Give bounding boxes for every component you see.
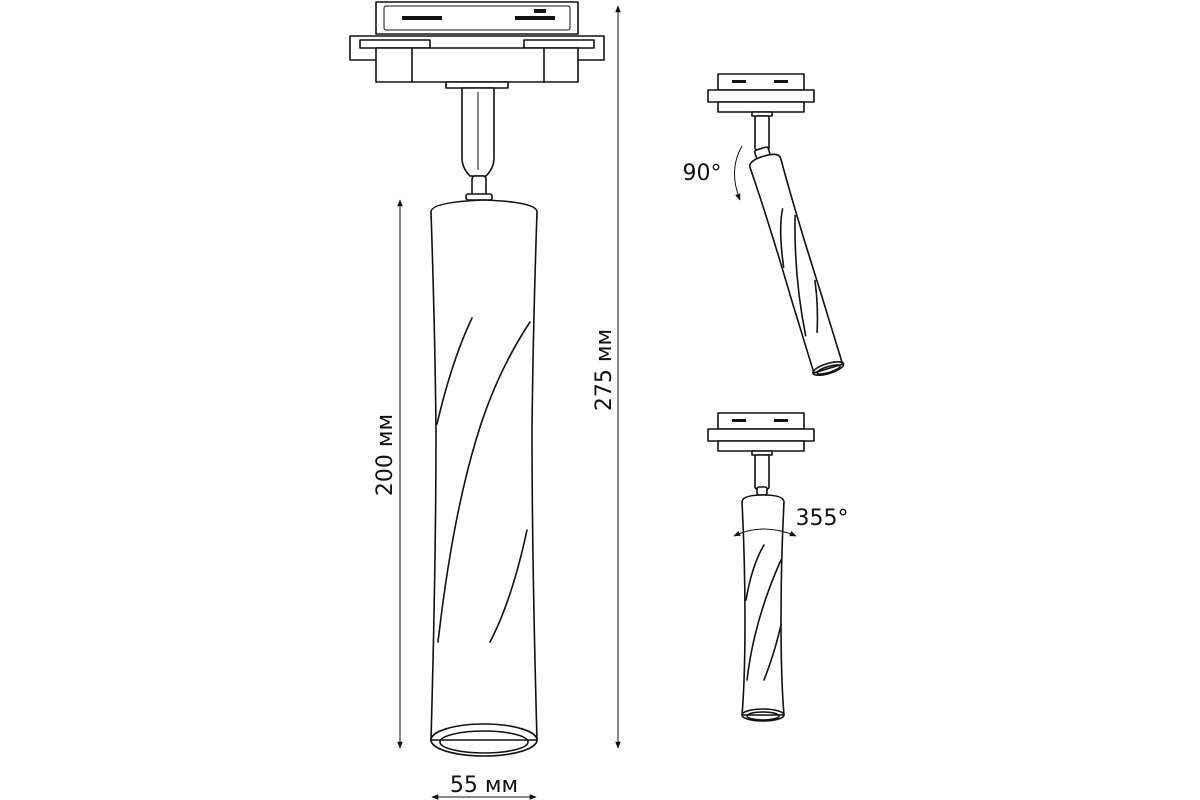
straight-cylinder — [741, 494, 785, 722]
stem — [461, 87, 495, 201]
tilted-cylinder — [749, 146, 845, 377]
dimension-275-label: 275 мм — [592, 329, 617, 411]
track-adapter-small — [707, 412, 815, 456]
dimension-55-label: 55 мм — [450, 773, 518, 798]
dimension-55: 55 мм — [431, 773, 537, 800]
lens-ring-small — [812, 361, 845, 377]
stem-small — [754, 115, 770, 151]
main-fixture — [349, 1, 605, 757]
lens-ring — [430, 723, 538, 757]
track-adapter-small — [707, 73, 815, 117]
lens-ring-small — [741, 708, 785, 722]
rotate-fixture: 355° — [707, 412, 849, 722]
stem-small — [754, 454, 770, 490]
dimension-200-label: 200 мм — [373, 414, 398, 496]
tilt-angle-label: 90° — [683, 161, 722, 186]
track-adapter — [349, 1, 605, 89]
dimension-275: 275 мм — [592, 5, 621, 749]
tilt-arc — [734, 145, 743, 201]
tilt-fixture: 90° — [683, 73, 845, 377]
rotate-arc — [733, 528, 797, 537]
dimension-200: 200 мм — [373, 199, 403, 749]
cylinder-body — [430, 199, 538, 757]
rotate-angle-label: 355° — [796, 506, 849, 531]
